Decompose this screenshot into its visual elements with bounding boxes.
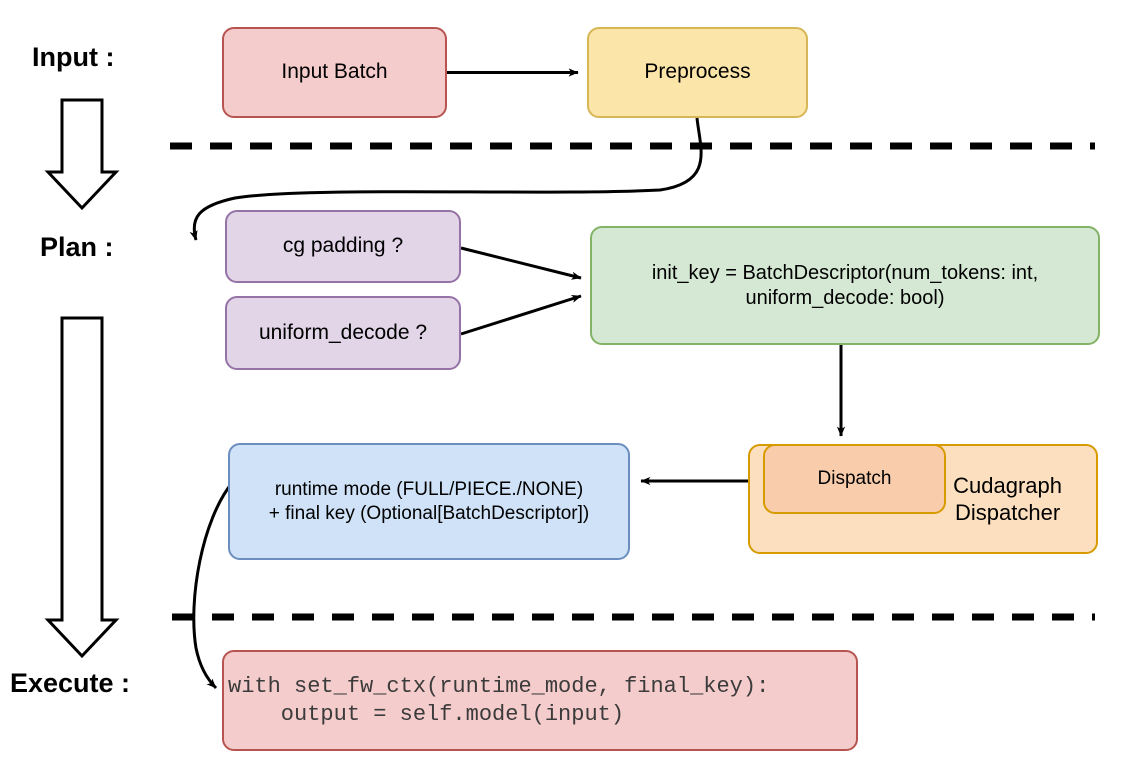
stage-label-plan: Plan :	[40, 232, 114, 262]
node-input-batch-label: Input Batch	[281, 60, 388, 84]
node-preprocess[interactable]: Preprocess	[587, 27, 808, 118]
node-cg-padding-label: cg padding ?	[282, 234, 404, 258]
node-input-batch[interactable]: Input Batch	[222, 27, 447, 118]
connector-cg-padding-to-init-key	[460, 246, 582, 280]
node-uniform-decode[interactable]: uniform_decode ?	[225, 296, 461, 370]
stage-label-input: Input :	[32, 42, 115, 72]
node-uniform-decode-label: uniform_decode ?	[258, 320, 428, 344]
node-dispatch[interactable]: Dispatch	[763, 444, 946, 514]
node-runtime-mode-label: runtime mode (FULL/PIECE./NONE) + final …	[268, 478, 590, 524]
connector-uniform-decode-to-init-key	[460, 294, 582, 336]
stage-arrow-plan-to-execute	[44, 316, 120, 659]
node-runtime-mode[interactable]: runtime mode (FULL/PIECE./NONE) + final …	[228, 443, 630, 560]
node-dispatch-label: Dispatch	[817, 468, 892, 490]
node-preprocess-label: Preprocess	[644, 60, 751, 84]
node-init-key[interactable]: init_key = BatchDescriptor(num_tokens: i…	[590, 226, 1100, 345]
node-cg-padding[interactable]: cg padding ?	[225, 210, 461, 283]
node-cudagraph-dispatcher-label: Cudagraph Dispatcher	[953, 472, 1062, 526]
stage-arrow-input-to-plan	[44, 98, 120, 211]
node-init-key-label: init_key = BatchDescriptor(num_tokens: i…	[651, 261, 1039, 309]
node-execute-code[interactable]: with set_fw_ctx(runtime_mode, final_key)…	[222, 650, 858, 751]
node-execute-code-label: with set_fw_ctx(runtime_mode, final_key)…	[228, 674, 770, 727]
stage-label-execute: Execute :	[10, 668, 131, 698]
